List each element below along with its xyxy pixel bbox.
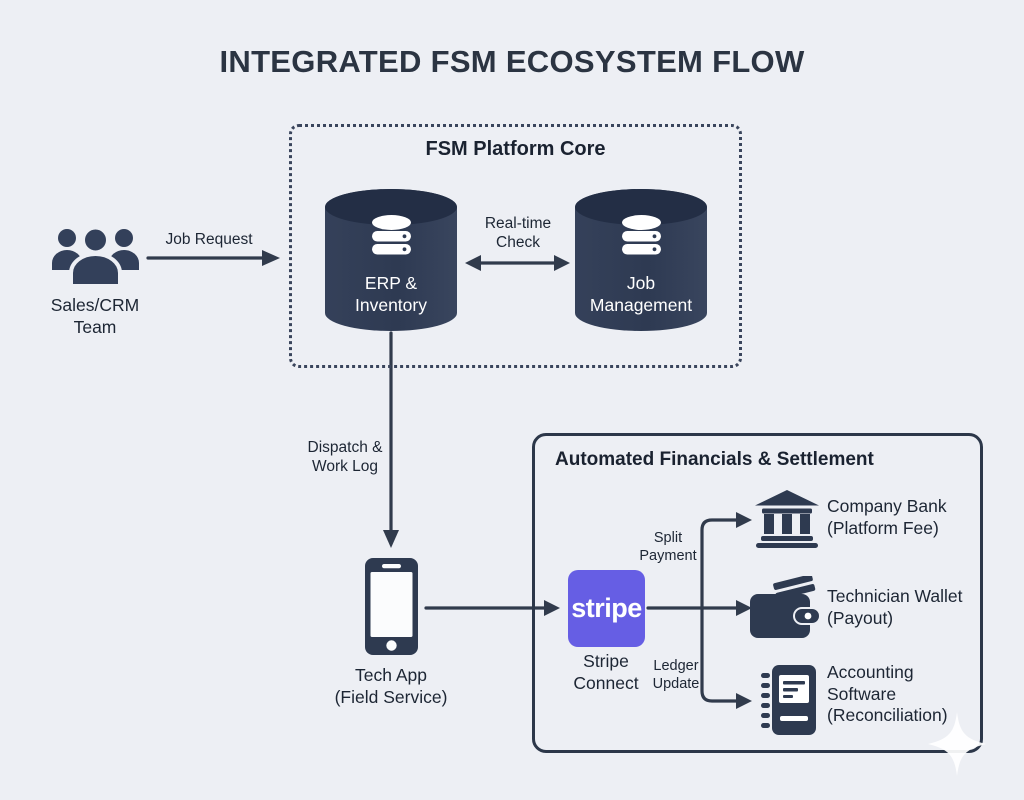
realtime-label-line1: Real-time — [484, 215, 552, 232]
dispatch-label-line1: Dispatch & — [307, 439, 383, 456]
ledger-label-line2: Update — [652, 675, 700, 692]
realtime-arrowhead-left — [465, 255, 481, 271]
ledger-label-line1: Ledger — [653, 658, 699, 674]
accounting-label-line2: Software — [827, 683, 897, 704]
stripe-to-accounting-line — [700, 606, 738, 703]
stripe-label-line1: Stripe — [583, 651, 629, 671]
financials-box: Automated Financials & Settlement — [532, 433, 983, 753]
realtime-arrowhead-right — [554, 255, 570, 271]
erp-node-label: ERP & Inventory — [325, 272, 457, 316]
financials-title: Automated Financials & Settlement — [555, 449, 874, 470]
erp-label-line1: ERP & — [364, 273, 418, 293]
split-label-line1: Split — [653, 530, 683, 546]
sparkle-watermark-icon — [928, 712, 986, 776]
accounting-label-line1: Accounting — [827, 662, 914, 682]
sales-team-label-line1: Sales/CRM — [50, 295, 140, 315]
realtime-check-label: Real-time Check — [462, 214, 574, 252]
wallet-arrowhead — [736, 600, 752, 616]
ledger-update-label: Ledger Update — [634, 658, 718, 693]
accounting-label-line3: (Reconciliation) — [827, 705, 948, 725]
erp-label-line2: Inventory — [355, 295, 427, 315]
platform-core-box: FSM Platform Core — [289, 124, 742, 368]
split-payment-label: Split Payment — [626, 530, 710, 565]
bank-icon — [755, 490, 819, 548]
tech-app-label: Tech App (Field Service) — [311, 664, 471, 708]
bank-label-line2: (Platform Fee) — [827, 517, 939, 538]
job-node-content: Job Management — [575, 189, 707, 316]
bank-arrowhead — [736, 512, 752, 528]
dispatch-arrowhead — [383, 530, 399, 548]
dispatch-worklog-label: Dispatch & Work Log — [285, 438, 405, 476]
accounting-arrowhead — [736, 693, 752, 709]
people-group-icon — [52, 225, 139, 286]
stripe-to-bank-line — [700, 518, 738, 610]
stripe-logo-tile: stripe — [568, 570, 645, 647]
database-icon — [371, 215, 411, 255]
job-request-arrowhead — [262, 250, 280, 266]
job-node-label: Job Management — [575, 272, 707, 316]
tech-app-label-line2: (Field Service) — [334, 687, 448, 707]
database-cylinder-shape — [575, 189, 707, 331]
company-bank-label: Company Bank (Platform Fee) — [827, 496, 977, 539]
erp-node-content: ERP & Inventory — [325, 189, 457, 316]
platform-core-title: FSM Platform Core — [425, 138, 606, 160]
wallet-label-line2: (Payout) — [827, 607, 894, 628]
job-label-line2: Management — [589, 295, 693, 315]
job-label-line1: Job — [626, 273, 656, 293]
technician-wallet-label: Technician Wallet (Payout) — [827, 586, 987, 629]
job-management-node: Job Management — [575, 189, 707, 331]
database-cylinder-shape — [325, 189, 457, 331]
tech-app-label-line1: Tech App — [355, 665, 427, 685]
job-request-label: Job Request — [165, 231, 253, 248]
bank-label-line1: Company Bank — [827, 496, 947, 516]
sales-team-label-line2: Team — [73, 317, 117, 337]
realtime-label-line2: Check — [496, 234, 540, 251]
erp-inventory-node: ERP & Inventory — [325, 189, 457, 331]
split-label-line2: Payment — [639, 547, 697, 564]
wallet-icon — [750, 576, 821, 638]
dispatch-label-line2: Work Log — [311, 458, 379, 475]
accounting-software-label: Accounting Software (Reconciliation) — [827, 662, 987, 727]
sales-team-label: Sales/CRM Team — [25, 294, 165, 338]
wallet-label-line1: Technician Wallet — [827, 586, 963, 606]
stripe-connect-label: Stripe Connect — [545, 650, 667, 694]
page-title: INTEGRATED FSM ECOSYSTEM FLOW — [219, 44, 805, 79]
smartphone-icon — [365, 558, 418, 655]
stripe-wordmark: stripe — [571, 593, 642, 623]
database-icon — [621, 215, 661, 255]
stripe-label-line2: Connect — [573, 673, 639, 693]
phone-to-stripe-arrowhead — [544, 600, 560, 616]
ledger-book-icon — [761, 665, 816, 735]
